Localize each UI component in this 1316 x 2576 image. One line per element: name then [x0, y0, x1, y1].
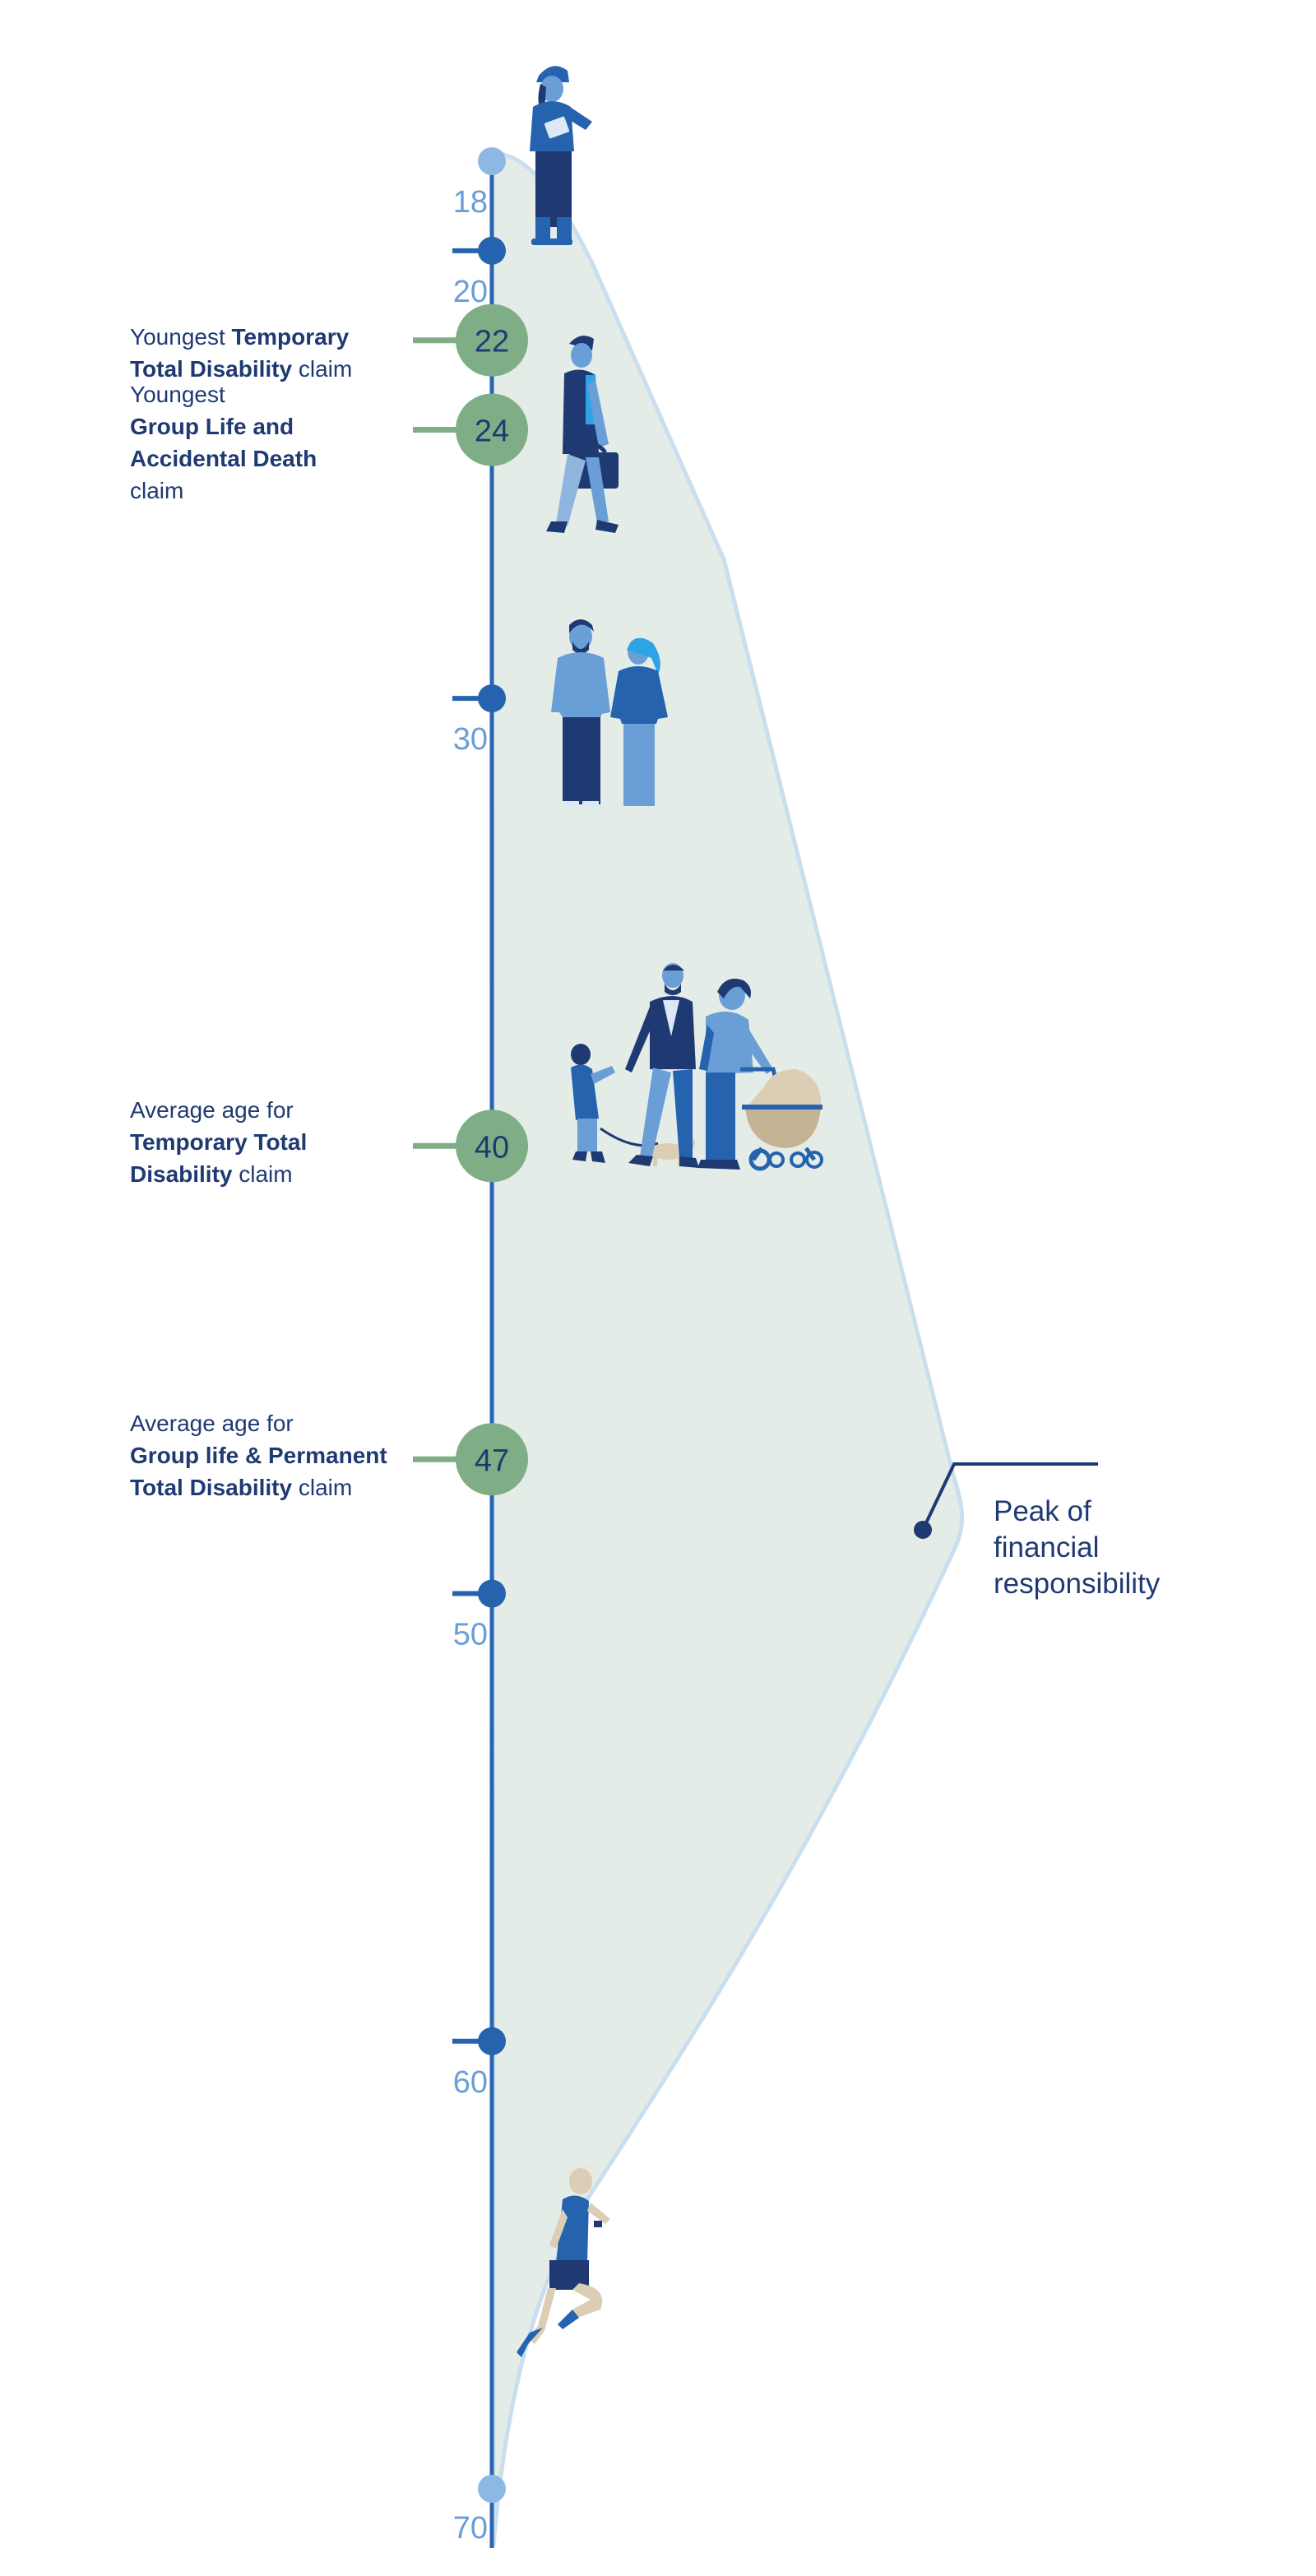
callout-text: claim: [292, 355, 353, 382]
milestone-circle: [456, 1423, 528, 1496]
callout-text: claim: [292, 1475, 353, 1501]
callout-line: Group Life and: [130, 410, 317, 442]
milestone-marker: 47: [413, 1423, 528, 1496]
callout-emphasis: Temporary Total: [130, 1129, 308, 1156]
callout-line: Temporary Total: [130, 1126, 307, 1158]
milestone-age: 22: [475, 325, 509, 359]
age-tick-label: 30: [453, 722, 488, 757]
age-tick-label: 18: [453, 185, 488, 220]
age-tick-dot: [478, 2027, 506, 2055]
milestone-marker: 40: [413, 1110, 528, 1183]
older-runner-icon: [517, 2164, 610, 2357]
callout-line: Disability claim: [130, 1158, 307, 1190]
callout-text: Youngest: [130, 323, 232, 350]
callout-line: Youngest: [130, 378, 317, 410]
age-end-dot: [478, 147, 506, 175]
peak-label-line: Peak of: [994, 1495, 1091, 1527]
callout-text: Average age for: [130, 1097, 294, 1124]
age-tick-label: 50: [453, 1618, 488, 1652]
callout-line: Accidental Death: [130, 442, 317, 475]
callout-emphasis: Temporary: [231, 323, 350, 350]
peak-label: Peak of financial responsibility: [994, 1494, 1160, 1602]
age-tick-dot: [478, 684, 506, 713]
age-end-dot: [478, 2475, 506, 2503]
milestone-circle: [456, 303, 528, 377]
callout-line: Group life & Permanent: [130, 1439, 387, 1471]
milestone-age: 24: [475, 415, 509, 449]
callout-line: Total Disability claim: [130, 1471, 387, 1503]
callout-line: claim: [130, 475, 317, 507]
age-tick-dot: [478, 1579, 506, 1608]
callout-emphasis: Accidental Death: [130, 445, 317, 471]
milestones: 22 24 40 47: [413, 303, 528, 1496]
callout-emphasis: Disability: [130, 1161, 233, 1188]
age-tick: [452, 236, 506, 265]
callout-emphasis: Total Disability: [130, 1475, 293, 1501]
callout-text: claim: [232, 1161, 293, 1188]
age-tick-label: 70: [453, 2511, 488, 2546]
callout-line: Total Disability claim: [130, 353, 352, 385]
age-tick: [452, 1579, 506, 1608]
callout-line: Average age for: [130, 1407, 387, 1439]
callout-line: Youngest Temporary: [130, 321, 352, 353]
age-tick-label: 60: [453, 2065, 488, 2100]
couple-icon: [551, 619, 668, 808]
peak-label-line: financial: [994, 1531, 1100, 1564]
age-tick: [478, 147, 506, 175]
young-professional-with-briefcase-icon: [546, 336, 619, 533]
callout-text: Average age for: [130, 1411, 294, 1437]
callout-text: Youngest: [130, 381, 225, 407]
peak-leader-line: [921, 1462, 1098, 1531]
age-tick-label: 20: [453, 275, 488, 309]
worker-with-clipboard-icon: [530, 66, 592, 245]
age-tick: [452, 2027, 506, 2055]
age-labels: 18 20 30 50 60 70: [453, 185, 488, 2546]
financial-responsibility-area: [489, 151, 965, 2546]
age-tick: [452, 684, 506, 713]
milestone-age: 47: [475, 1443, 509, 1478]
milestone-marker: 24: [413, 393, 528, 466]
callout-emphasis: Group Life and: [130, 413, 294, 439]
peak-marker: [914, 1462, 1098, 1539]
age-ticks: [452, 147, 506, 2503]
milestone-circle: [456, 393, 528, 466]
callout-text: claim: [130, 477, 184, 503]
peak-dot: [914, 1521, 932, 1539]
milestone-circle: [456, 1110, 528, 1183]
age-tick-dot: [478, 236, 506, 265]
peak-label-line: responsibility: [994, 1568, 1161, 1600]
callout-line: Average age for: [130, 1094, 307, 1126]
age-tick: [478, 2475, 506, 2503]
milestone-marker: 22: [413, 303, 528, 377]
callout-emphasis: Group life & Permanent: [130, 1443, 387, 1469]
callout-emphasis: Total Disability: [130, 355, 293, 382]
milestone-age: 40: [475, 1130, 509, 1165]
family-with-stroller-and-dog-icon: [571, 963, 823, 1171]
